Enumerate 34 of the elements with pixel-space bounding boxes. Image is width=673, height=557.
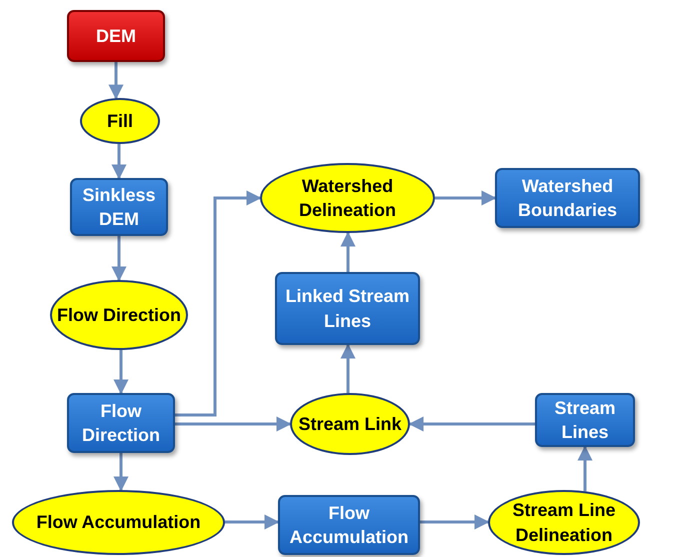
node-label: Watershed Boundaries <box>516 174 618 222</box>
node-label: Watershed Delineation <box>298 174 397 222</box>
node-label: Fill <box>107 110 133 133</box>
arrow <box>408 416 535 432</box>
arrow <box>175 190 262 416</box>
arrow <box>108 62 124 100</box>
arrow <box>224 514 280 530</box>
node-label: Stream Lines <box>553 396 617 444</box>
arrow <box>112 236 126 282</box>
node-label: Sinkless DEM <box>81 184 157 231</box>
process-box <box>70 178 168 236</box>
node-label: Flow Direction <box>56 304 181 327</box>
arrow <box>578 446 592 492</box>
process-box <box>535 393 635 447</box>
arrow <box>114 350 128 394</box>
node-label: Linked Stream Lines <box>284 285 411 332</box>
arrow <box>340 232 356 272</box>
node-label: Flow Accumulation <box>288 502 410 549</box>
process-box <box>67 393 175 453</box>
arrow <box>175 416 292 432</box>
input-box <box>67 10 165 62</box>
node-label: Flow Accumulation <box>36 511 201 534</box>
node-label: DEM <box>96 24 136 48</box>
node-label: Flow Direction <box>80 400 161 447</box>
arrow <box>435 190 496 206</box>
arrow <box>112 144 126 180</box>
arrow <box>114 453 128 492</box>
node-label: Stream Line Delineation <box>511 499 617 546</box>
process-box <box>495 168 640 228</box>
arrow <box>420 514 490 530</box>
arrow <box>340 344 356 394</box>
process-box <box>275 272 420 345</box>
node-label: Stream Link <box>298 412 402 436</box>
process-box <box>278 495 420 555</box>
